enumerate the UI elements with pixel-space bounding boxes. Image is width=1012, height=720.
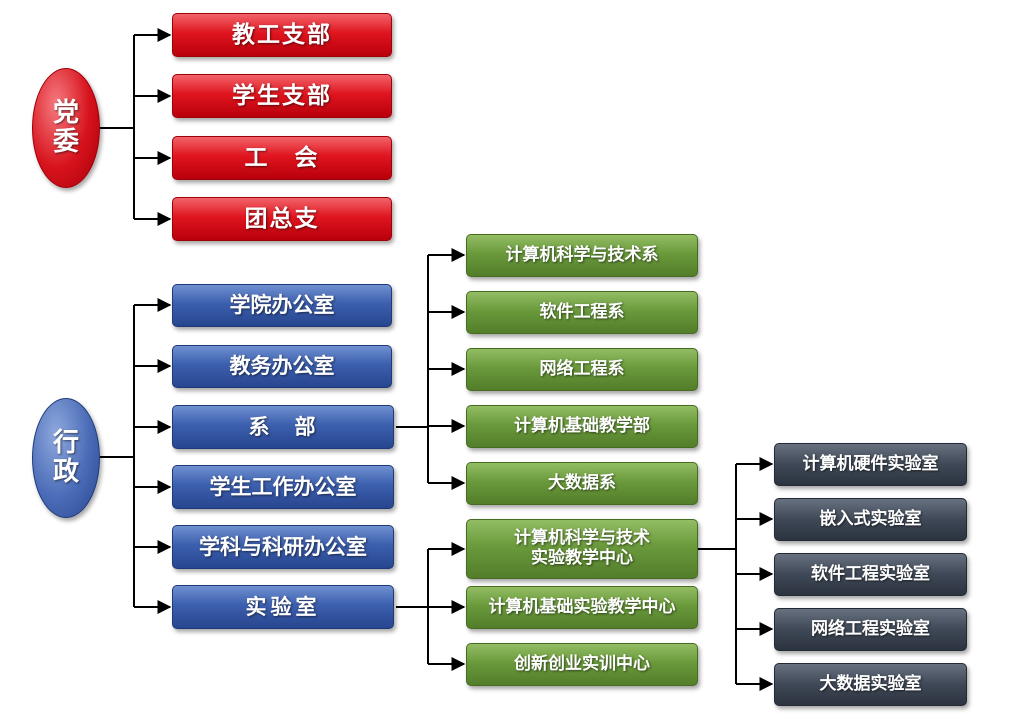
admin-college-office: 学院办公室 (172, 284, 392, 327)
dept-computer-fundamentals: 计算机基础教学部 (466, 405, 698, 448)
admin-laboratory: 实验室 (172, 585, 394, 629)
admin-academic-office: 教务办公室 (172, 345, 392, 388)
party-committee-label-2: 委 (52, 127, 79, 157)
room-big-data-lab: 大数据实验室 (774, 663, 967, 706)
administration-label-1: 行 (52, 428, 79, 459)
party-committee-label-1: 党 (52, 98, 79, 129)
dept-big-data: 大数据系 (466, 462, 698, 505)
room-embedded-lab: 嵌入式实验室 (774, 498, 967, 541)
admin-research-office: 学科与科研办公室 (172, 525, 394, 569)
party-branch-faculty: 教工支部 (172, 13, 392, 57)
admin-student-affairs-office: 学生工作办公室 (172, 465, 394, 509)
admin-departments: 系 部 (172, 405, 394, 449)
lab-cs-teaching-center: 计算机科学与技术 实验教学中心 (466, 519, 698, 579)
lab-innovation-center: 创新创业实训中心 (466, 643, 698, 686)
party-labor-union: 工 会 (172, 136, 392, 180)
party-branch-students: 学生支部 (172, 74, 392, 118)
room-software-lab: 软件工程实验室 (774, 553, 967, 596)
party-youth-league: 团总支 (172, 197, 392, 241)
dept-software-engineering: 软件工程系 (466, 291, 698, 334)
lab-fundamentals-center: 计算机基础实验教学中心 (466, 586, 698, 629)
dept-network-engineering: 网络工程系 (466, 348, 698, 391)
administration-label-2: 政 (52, 457, 79, 487)
party-committee-node: 党 委 (32, 68, 100, 188)
administration-node: 行 政 (32, 398, 100, 518)
room-hardware-lab: 计算机硬件实验室 (774, 443, 967, 486)
dept-computer-science: 计算机科学与技术系 (466, 234, 698, 277)
room-network-lab: 网络工程实验室 (774, 608, 967, 651)
